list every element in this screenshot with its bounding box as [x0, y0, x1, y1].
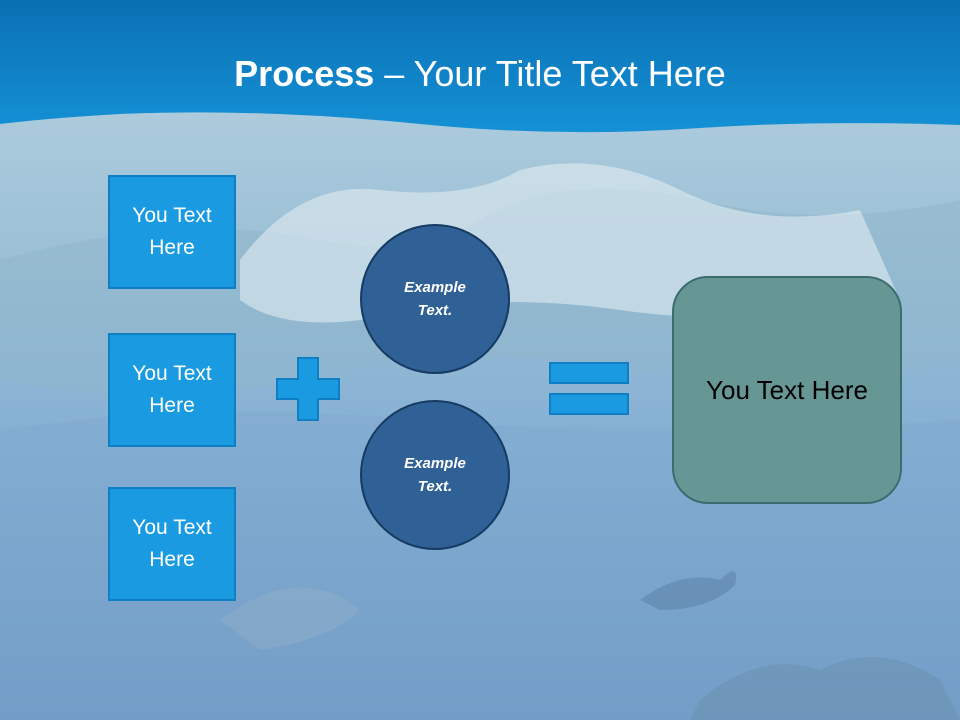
- title-rest: – Your Title Text Here: [374, 53, 726, 94]
- left-box-2[interactable]: You Text Here: [108, 333, 236, 447]
- result-box[interactable]: You Text Here: [672, 276, 902, 504]
- result-label: You Text Here: [706, 374, 868, 405]
- title-bold: Process: [234, 53, 375, 94]
- circle-2[interactable]: Example Text.: [360, 400, 510, 550]
- circle-1[interactable]: Example Text.: [360, 224, 510, 374]
- equals-icon: [549, 362, 629, 415]
- circle-label: Example Text.: [404, 279, 466, 319]
- left-box-label: You Text Here: [132, 516, 212, 571]
- plus-icon: [276, 357, 340, 421]
- left-box-label: You Text Here: [132, 362, 212, 417]
- page-title: Process – Your Title Text Here: [0, 50, 960, 98]
- circle-label: Example Text.: [404, 455, 466, 495]
- left-box-1[interactable]: You Text Here: [108, 175, 236, 289]
- left-box-label: You Text Here: [132, 204, 212, 259]
- header-band: [0, 0, 960, 133]
- left-box-3[interactable]: You Text Here: [108, 487, 236, 601]
